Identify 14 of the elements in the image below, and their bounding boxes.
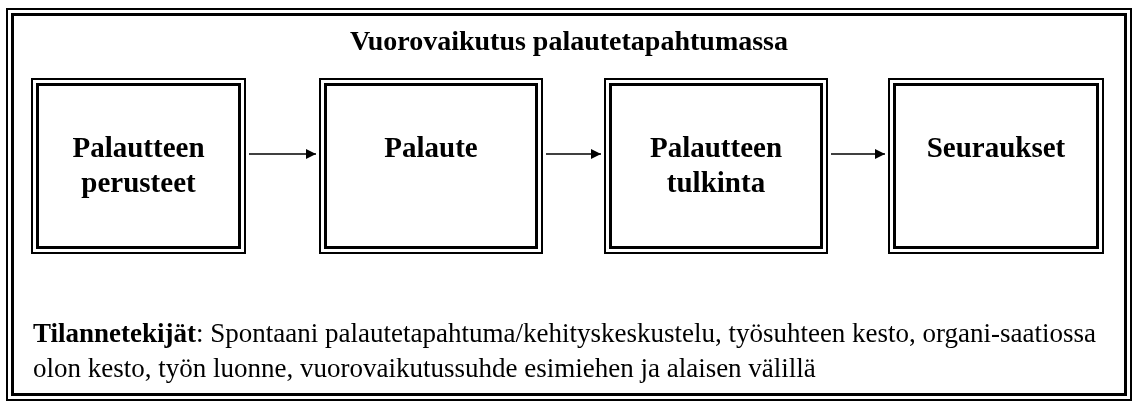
box-label: Palautteen tulkinta [648, 130, 784, 200]
note-text: Tilannetekijät: Spontaani palautetapahtuma/kehityskeskustelu, työsuhteen kesto, organi-saatiossa olon kesto, työn luonne, vuorovaikutussuhde esimiehen ja alaisen välillä [33, 317, 1098, 386]
process-box [604, 78, 828, 254]
process-box [31, 78, 246, 254]
arrow [830, 149, 886, 159]
box-label: Seuraukset [926, 130, 1066, 165]
box-label: Palautteen perusteet [71, 130, 206, 200]
process-box [319, 78, 543, 254]
box-label: Palaute [384, 130, 478, 165]
frame-heading: Vuorovaikutus palautetapahtumassa [350, 25, 788, 57]
outer-frame [6, 8, 1132, 401]
process-box [888, 78, 1104, 254]
arrow [248, 149, 317, 159]
arrow [545, 149, 602, 159]
